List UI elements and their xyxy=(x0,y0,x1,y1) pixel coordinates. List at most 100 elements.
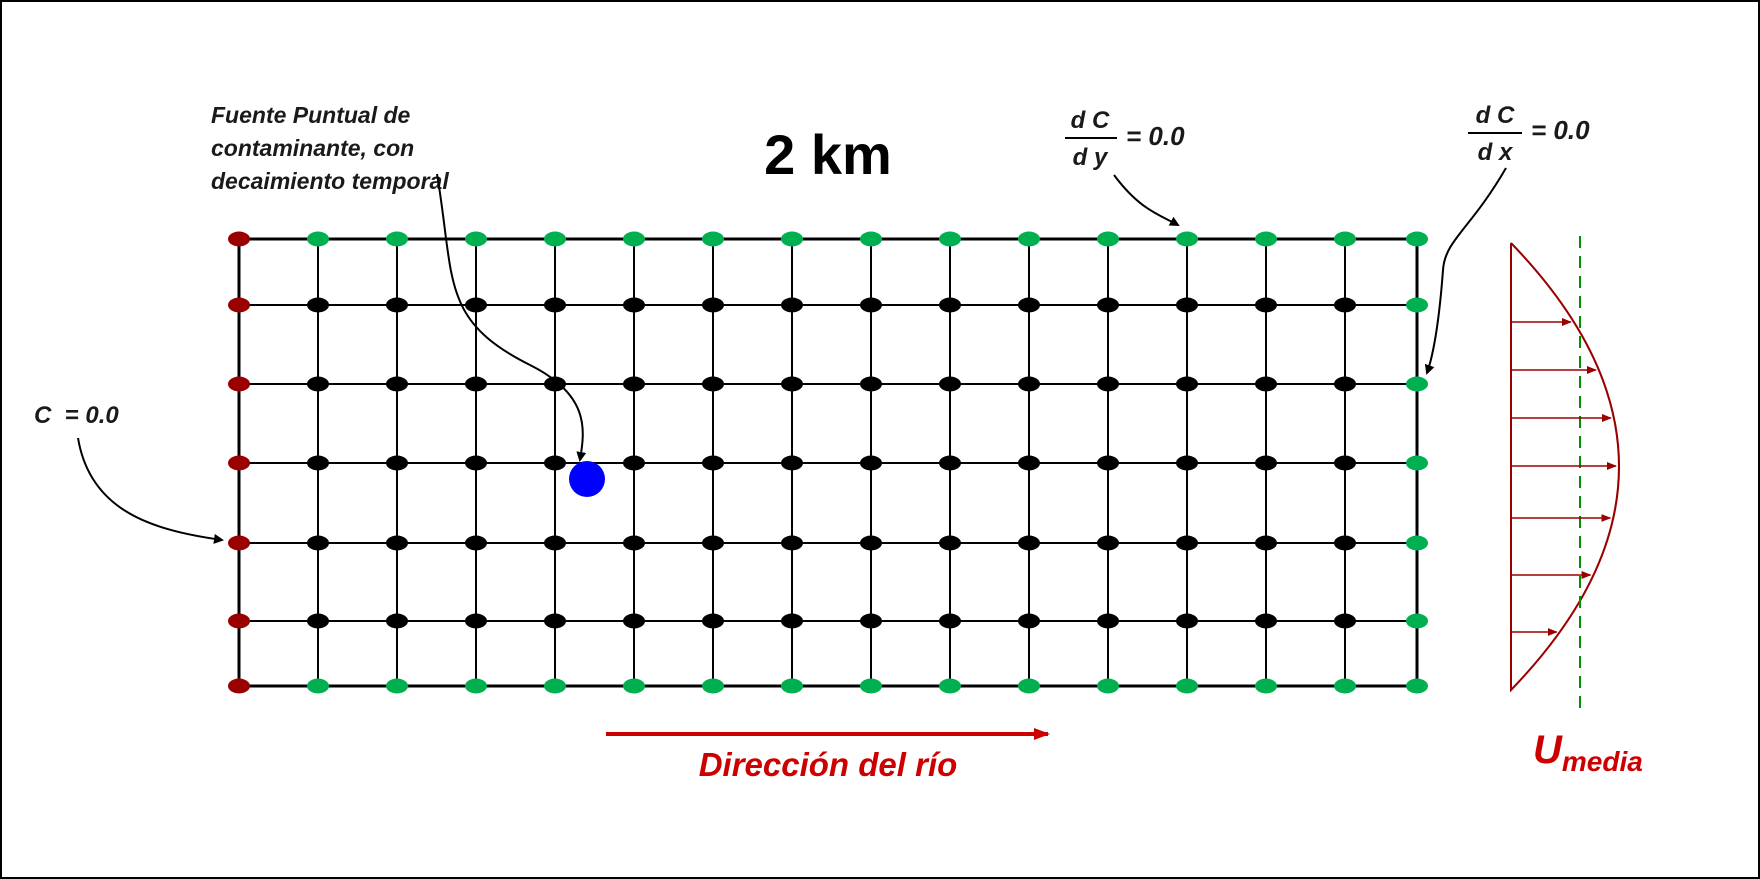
interior-node xyxy=(781,535,803,551)
boundary-node xyxy=(386,231,408,247)
lateral-callout-arrow xyxy=(1113,174,1180,226)
inflow-node xyxy=(228,297,250,313)
interior-node xyxy=(465,613,487,629)
interior-node xyxy=(1018,613,1040,629)
scale-label: 2 km xyxy=(764,123,892,186)
interior-node xyxy=(386,535,408,551)
velocity-profile-curve xyxy=(1510,242,1620,693)
interior-node xyxy=(1097,376,1119,392)
grid-lines xyxy=(237,237,1419,688)
lateral-denominator: d y xyxy=(1073,144,1109,171)
interior-node xyxy=(307,297,329,313)
interior-node xyxy=(465,535,487,551)
interior-node xyxy=(1176,535,1198,551)
interior-node xyxy=(1018,297,1040,313)
interior-node xyxy=(544,455,566,471)
interior-node xyxy=(1176,455,1198,471)
boundary-node xyxy=(781,231,803,247)
interior-node xyxy=(702,613,724,629)
velocity-vectors xyxy=(1511,318,1617,636)
source-note-line-2: contaminante, con xyxy=(211,135,414,161)
interior-node xyxy=(860,535,882,551)
interior-node xyxy=(544,376,566,392)
source-note: Fuente Puntual de contaminante, con deca… xyxy=(211,102,449,194)
lateral-rhs: = 0.0 xyxy=(1126,121,1185,151)
boundary-node xyxy=(860,678,882,694)
interior-node xyxy=(781,613,803,629)
interior-node xyxy=(939,455,961,471)
interior-node xyxy=(1097,535,1119,551)
boundary-node xyxy=(1176,231,1198,247)
interior-node xyxy=(623,297,645,313)
interior-node xyxy=(307,613,329,629)
interior-node xyxy=(386,297,408,313)
interior-node xyxy=(465,376,487,392)
interior-node xyxy=(1255,535,1277,551)
interior-node xyxy=(702,535,724,551)
interior-node xyxy=(781,455,803,471)
boundary-node xyxy=(1097,678,1119,694)
boundary-node xyxy=(860,231,882,247)
point-source-marker xyxy=(569,461,605,497)
interior-node xyxy=(307,535,329,551)
interior-node xyxy=(623,613,645,629)
boundary-node xyxy=(1334,231,1356,247)
interior-node xyxy=(1176,376,1198,392)
outflow-condition: d C d x = 0.0 xyxy=(1468,102,1590,166)
inflow-node xyxy=(228,678,250,694)
interior-node xyxy=(702,455,724,471)
grid-nodes xyxy=(228,231,1428,694)
interior-node xyxy=(860,297,882,313)
boundary-node xyxy=(1334,678,1356,694)
mean-velocity-symbol: U xyxy=(1533,728,1563,772)
inflow-node xyxy=(228,455,250,471)
boundary-node xyxy=(1406,613,1428,629)
boundary-node xyxy=(1406,535,1428,551)
interior-node xyxy=(1255,376,1277,392)
interior-node xyxy=(623,455,645,471)
boundary-node xyxy=(702,231,724,247)
interior-node xyxy=(702,297,724,313)
source-note-line-3: decaimiento temporal xyxy=(211,168,449,194)
boundary-node xyxy=(1097,231,1119,247)
boundary-node xyxy=(465,678,487,694)
boundary-node xyxy=(307,231,329,247)
interior-node xyxy=(1334,297,1356,313)
interior-node xyxy=(860,613,882,629)
boundary-node xyxy=(702,678,724,694)
interior-node xyxy=(1018,455,1040,471)
boundary-node xyxy=(1406,376,1428,392)
boundary-node xyxy=(386,678,408,694)
interior-node xyxy=(1334,376,1356,392)
boundary-node xyxy=(939,231,961,247)
interior-node xyxy=(939,613,961,629)
boundary-node xyxy=(939,678,961,694)
boundary-node xyxy=(1018,231,1040,247)
inflow-node xyxy=(228,535,250,551)
interior-node xyxy=(1097,455,1119,471)
boundary-node xyxy=(1406,678,1428,694)
interior-node xyxy=(1018,376,1040,392)
interior-node xyxy=(1097,613,1119,629)
outflow-rhs: = 0.0 xyxy=(1531,115,1590,145)
interior-node xyxy=(1018,535,1040,551)
interior-node xyxy=(623,535,645,551)
interior-node xyxy=(465,455,487,471)
interior-node xyxy=(386,613,408,629)
outflow-denominator: d x xyxy=(1478,139,1514,166)
boundary-node xyxy=(1018,678,1040,694)
inflow-node xyxy=(228,613,250,629)
boundary-node xyxy=(1406,297,1428,313)
interior-node xyxy=(939,376,961,392)
boundary-node xyxy=(544,231,566,247)
interior-node xyxy=(1334,455,1356,471)
boundary-node xyxy=(781,678,803,694)
boundary-node xyxy=(1406,455,1428,471)
lateral-numerator: d C xyxy=(1071,107,1110,134)
interior-node xyxy=(1334,535,1356,551)
boundary-node xyxy=(623,678,645,694)
interior-node xyxy=(307,376,329,392)
interior-node xyxy=(702,376,724,392)
